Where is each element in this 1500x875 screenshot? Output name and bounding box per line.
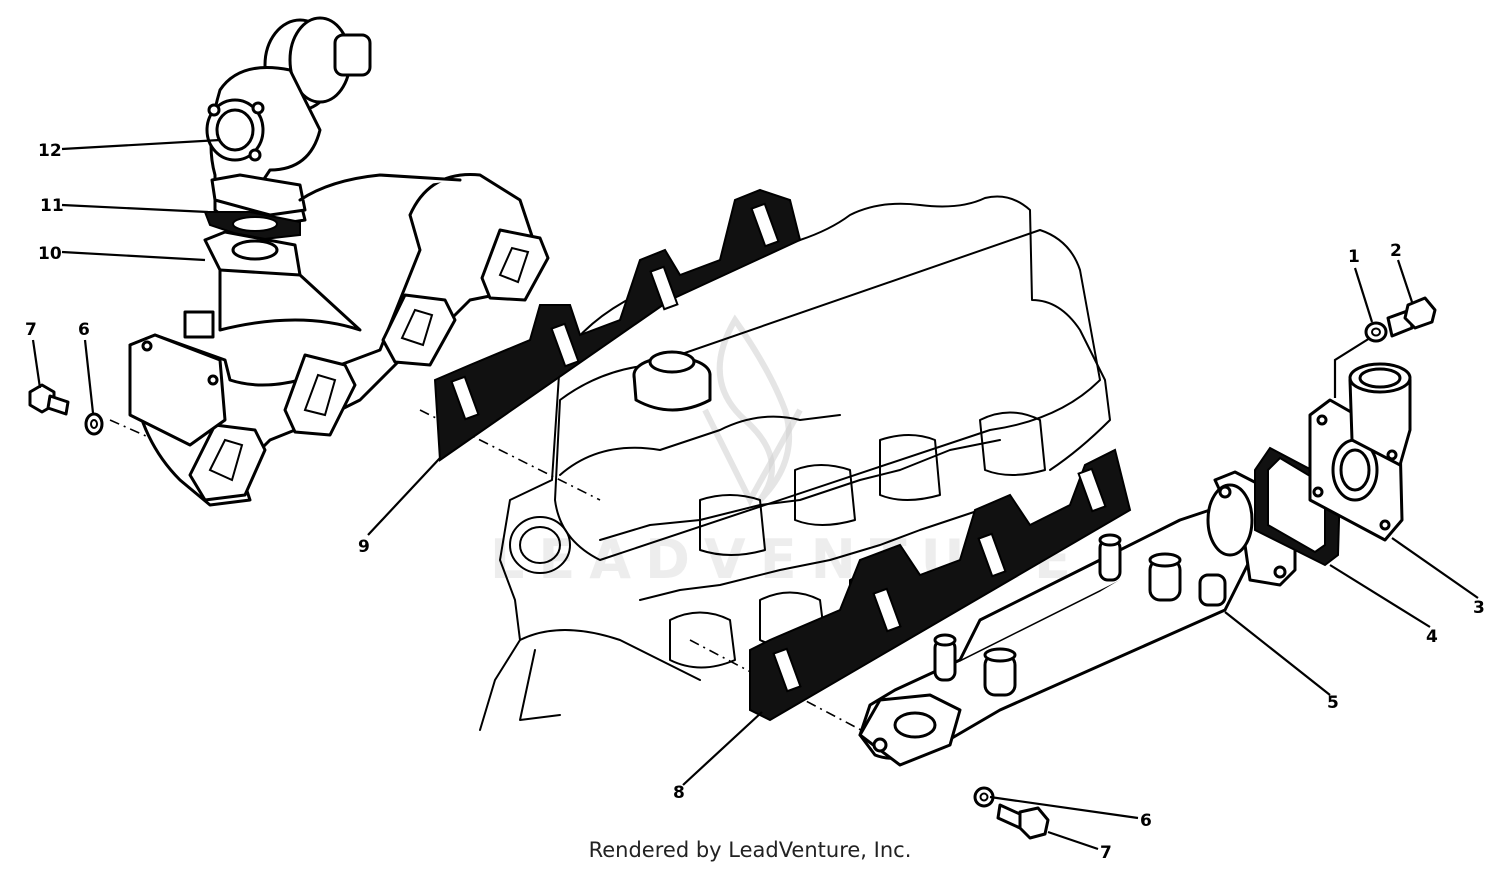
part-7-bolt-bottom (996, 803, 1050, 840)
callout-5: 5 (1327, 693, 1339, 713)
exhaust-flange-2 (283, 353, 357, 437)
callout-4: 4 (1426, 627, 1438, 647)
part-2-bolt (1386, 296, 1437, 338)
callout-10: 10 (38, 244, 62, 264)
callout-2: 2 (1390, 241, 1402, 261)
part-12-turbocharger (205, 16, 372, 232)
callout-7-left: 7 (25, 320, 37, 340)
callout-11: 11 (40, 196, 64, 216)
part-7-bolt-left (28, 383, 70, 416)
callout-7-bottom: 7 (1100, 843, 1112, 863)
part-11-turbo-gasket (203, 211, 301, 242)
callout-8: 8 (673, 783, 685, 803)
leader-lines (31, 138, 1479, 851)
part-10-exhaust-manifold (128, 173, 550, 507)
callout-6-left: 6 (78, 320, 90, 340)
callout-labels: 12 11 10 7 6 9 8 1 2 3 4 5 6 7 (25, 141, 1485, 863)
part-6-washer-bottom (973, 786, 995, 808)
callout-9: 9 (358, 537, 370, 557)
exhaust-flange-3 (381, 293, 457, 367)
part-6-washer-left (84, 412, 104, 436)
callout-3: 3 (1473, 598, 1485, 618)
exhaust-flange-4 (480, 228, 550, 302)
callout-12: 12 (38, 141, 62, 161)
credit-text: Rendered by LeadVenture, Inc. (588, 838, 912, 862)
part-8-intake-gasket (749, 448, 1132, 722)
part-3-inlet-elbow (1308, 337, 1412, 542)
engine-block (109, 195, 1111, 741)
watermark-logo (702, 314, 803, 507)
part-5-intake-manifold (858, 470, 1297, 767)
callout-6-bottom: 6 (1140, 811, 1152, 831)
part-1-washer (1364, 321, 1388, 343)
part-9-exhaust-gasket (433, 188, 802, 462)
callout-1: 1 (1348, 247, 1360, 267)
